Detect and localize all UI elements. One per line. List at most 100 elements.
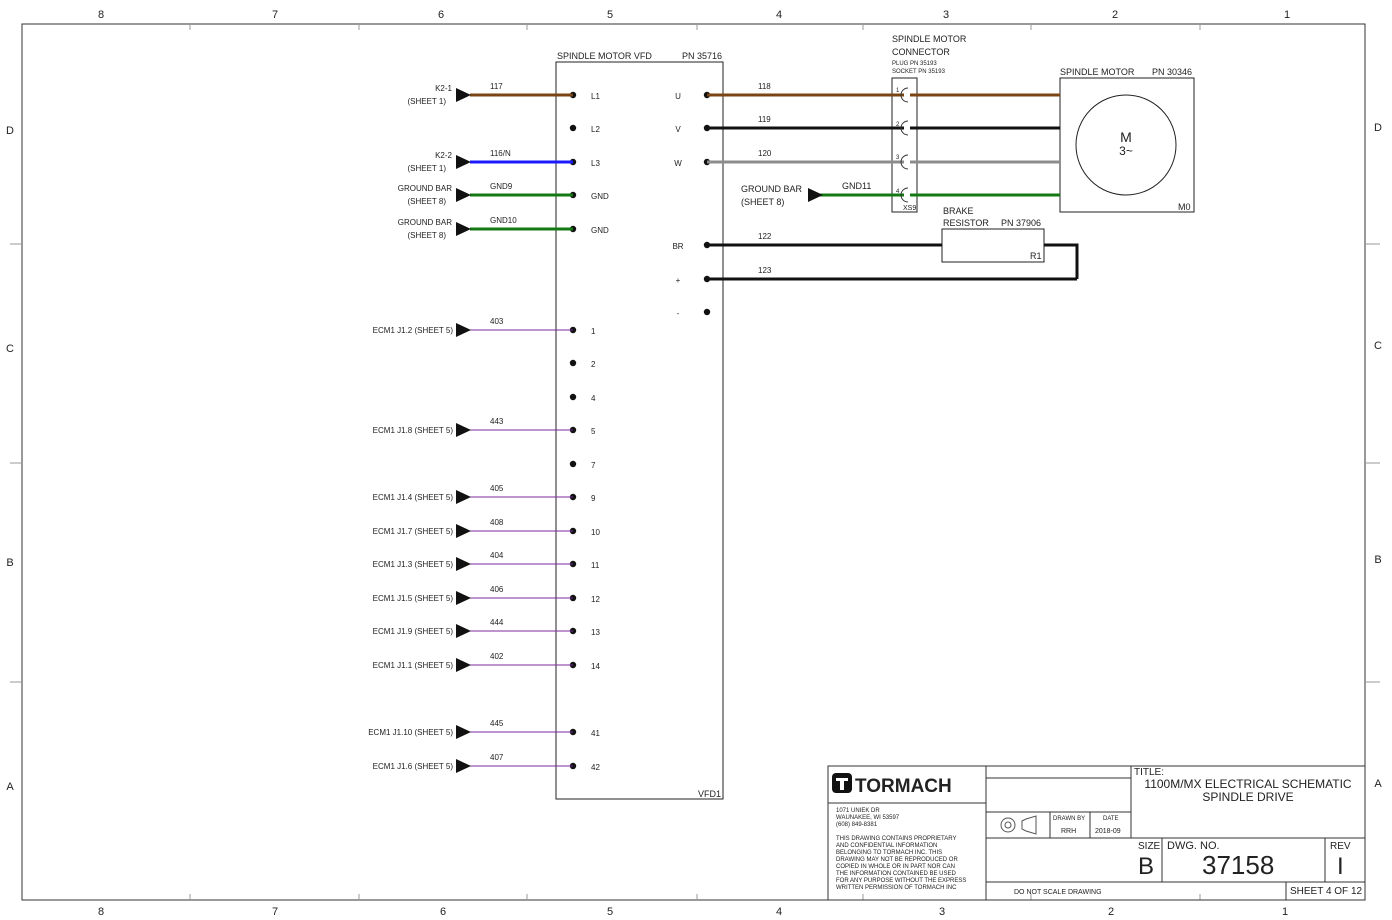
vfd-pin-label: L3	[591, 159, 600, 168]
column-marker-5: 5	[607, 9, 613, 21]
motor-part-number: PN 30346	[1152, 67, 1192, 77]
source-label: ECM1 J1.5 (SHEET 5)	[373, 594, 454, 603]
off-sheet-arrow	[456, 188, 471, 202]
connector-socket-pn: SOCKET PN 35193	[892, 69, 946, 75]
motor-symbol-letter: M	[1120, 129, 1132, 145]
source-label: K2-1	[435, 84, 452, 93]
vfd-pin-label: GND	[591, 226, 609, 235]
off-sheet-arrow	[456, 524, 471, 538]
wire-label: 443	[490, 417, 504, 426]
connector-outline	[891, 77, 918, 213]
vfd-outline	[555, 61, 724, 800]
rev-label: REV	[1330, 841, 1351, 852]
ground-bar-right-label-2: (SHEET 8)	[741, 197, 784, 207]
spindle-motor: SPINDLE MOTOR PN 30346 M 3~ M0	[1059, 67, 1195, 213]
off-sheet-arrow	[456, 222, 471, 236]
notice-line: BELONGING TO TORMACH INC. THIS	[836, 850, 942, 856]
connector-contact	[900, 187, 909, 203]
vfd-ref: VFD1	[698, 789, 721, 799]
title-label: TITLE:	[1134, 767, 1164, 778]
motor-outline	[1059, 77, 1195, 213]
notice-line: THIS DRAWING CONTAINS PROPRIETARY	[836, 836, 956, 842]
date-label: DATE	[1103, 816, 1119, 822]
dwg-no-label: DWG. NO.	[1167, 840, 1220, 852]
vfd-pin-label: U	[675, 92, 681, 101]
off-sheet-arrow	[456, 490, 471, 504]
vfd-pin-label: 10	[591, 528, 600, 537]
connector-pin-1: 1	[896, 88, 900, 94]
vfd-pin-label: 4	[591, 394, 596, 403]
column-marker-2: 2	[1112, 9, 1118, 21]
column-marker-bottom-6: 6	[440, 906, 446, 918]
wire-label: 404	[490, 551, 504, 560]
vfd-pin-label: 7	[591, 461, 596, 470]
wire-label: 444	[490, 618, 504, 627]
notice-line: THE INFORMATION CONTAINED BE USED	[836, 871, 956, 877]
notice-line: FOR ANY PURPOSE WITHOUT THE EXPRESS	[836, 878, 966, 884]
row-marker-right-C: C	[1374, 340, 1382, 352]
motor-title: SPINDLE MOTOR	[1060, 67, 1135, 77]
vfd-pin-dot	[569, 359, 577, 367]
source-label: ECM1 J1.6 (SHEET 5)	[373, 762, 454, 771]
vfd-pin-dot	[569, 124, 577, 132]
date-value: 2018-09	[1095, 828, 1121, 835]
vfd-pin-label: BR	[672, 242, 683, 251]
source-sheet: (SHEET 1)	[407, 97, 446, 106]
vfd-part-number: PN 35716	[682, 51, 722, 61]
row-marker-C: C	[6, 343, 14, 355]
column-marker-bottom-1: 1	[1282, 906, 1288, 918]
source-label: ECM1 J1.7 (SHEET 5)	[373, 527, 454, 536]
off-sheet-arrow	[456, 88, 471, 102]
resistor-ref: R1	[1030, 251, 1042, 261]
vfd-pin-label: -	[677, 309, 680, 318]
resistor-outline	[941, 228, 1045, 263]
vfd-pin-label: 12	[591, 595, 600, 604]
vfd-block: SPINDLE MOTOR VFD PN 35716 VFD1	[555, 51, 724, 800]
title-line-1: 1100M/MX ELECTRICAL SCHEMATIC	[1144, 777, 1351, 791]
address-line-3: (608) 849-8381	[836, 822, 878, 828]
off-sheet-arrow	[456, 591, 471, 605]
source-label: K2-2	[435, 151, 452, 160]
source-label: ECM1 J1.3 (SHEET 5)	[373, 560, 454, 569]
source-label: ECM1 J1.4 (SHEET 5)	[373, 493, 454, 502]
connector-title-2: CONNECTOR	[892, 47, 950, 57]
column-marker-8: 8	[98, 9, 104, 21]
source-label: ECM1 J1.9 (SHEET 5)	[373, 627, 454, 636]
notice-line: AND CONFIDENTIAL INFORMATION	[836, 843, 937, 849]
row-marker-A: A	[6, 781, 14, 793]
row-marker-D: D	[6, 125, 14, 137]
column-marker-bottom-5: 5	[607, 906, 613, 918]
source-label: ECM1 J1.2 (SHEET 5)	[373, 326, 454, 335]
brake-resistor: BRAKE RESISTOR PN 37906 R1	[941, 206, 1045, 263]
wire-label: GND10	[490, 216, 517, 225]
vfd-pin-label: 14	[591, 662, 600, 671]
wire-label: GND9	[490, 182, 513, 191]
row-marker-right-D: D	[1374, 122, 1382, 134]
connector-title-1: SPINDLE MOTOR	[892, 34, 967, 44]
wire-label: 405	[490, 484, 504, 493]
title-block: TORMACH 1071 UNIEK DR WAUNAKEE, WI 53597…	[827, 765, 1366, 901]
connector-contact	[900, 120, 909, 136]
off-sheet-arrow	[456, 759, 471, 773]
vfd-pin-label: 1	[591, 327, 596, 336]
vfd-pin-dot	[703, 308, 711, 316]
vfd-pin-dot	[569, 393, 577, 401]
off-sheet-arrow	[456, 557, 471, 571]
vfd-pin-label: 2	[591, 360, 596, 369]
column-marker-bottom-3: 3	[939, 906, 945, 918]
off-sheet-arrow	[456, 624, 471, 638]
wire-label: 403	[490, 317, 504, 326]
scale-note: DO NOT SCALE DRAWING	[1014, 889, 1102, 896]
column-marker-bottom-8: 8	[98, 906, 104, 918]
wire-label: 408	[490, 518, 504, 527]
title-line-2: SPINDLE DRIVE	[1202, 790, 1293, 804]
wire-label: 119	[758, 115, 771, 124]
vfd-title: SPINDLE MOTOR VFD	[557, 51, 652, 61]
logo-text: TORMACH	[855, 776, 952, 797]
resistor-title-1: BRAKE	[943, 206, 974, 216]
connector-pin-4: 4	[896, 189, 900, 195]
off-sheet-arrow	[456, 323, 471, 337]
vfd-pin-label: 41	[591, 729, 600, 738]
